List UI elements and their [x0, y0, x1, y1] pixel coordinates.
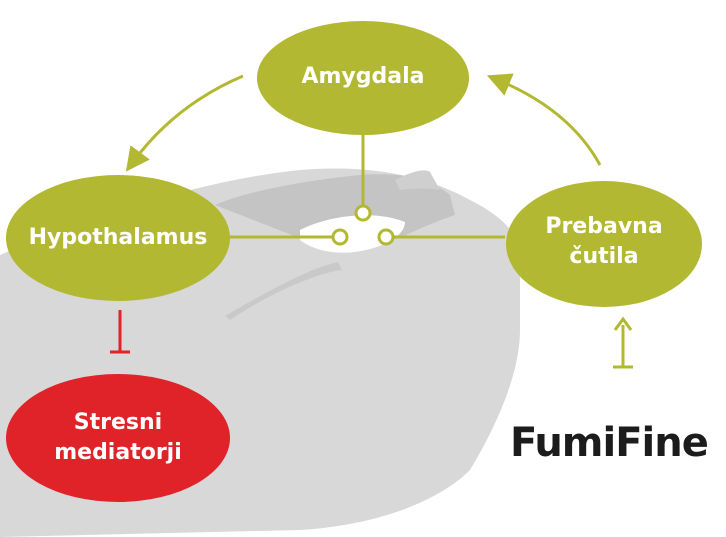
- brand-logo: FumiFine: [510, 420, 708, 466]
- hypothalamus-label: Hypothalamus: [8, 223, 228, 253]
- connector-joint-top: [356, 206, 370, 220]
- arrow-prebavna-to-amygdala: [498, 80, 600, 165]
- arrow-up-to-prebavna: [613, 319, 633, 367]
- connector-joint-left: [333, 230, 347, 244]
- amygdala-label: Amygdala: [263, 62, 463, 92]
- arrow-amygdala-to-hypothalamus: [133, 76, 243, 162]
- stresni-mediatorji-label: Stresni mediatorji: [18, 408, 218, 468]
- prebavna-cutila-label: Prebavna čutila: [514, 212, 694, 272]
- connector-joint-right: [379, 230, 393, 244]
